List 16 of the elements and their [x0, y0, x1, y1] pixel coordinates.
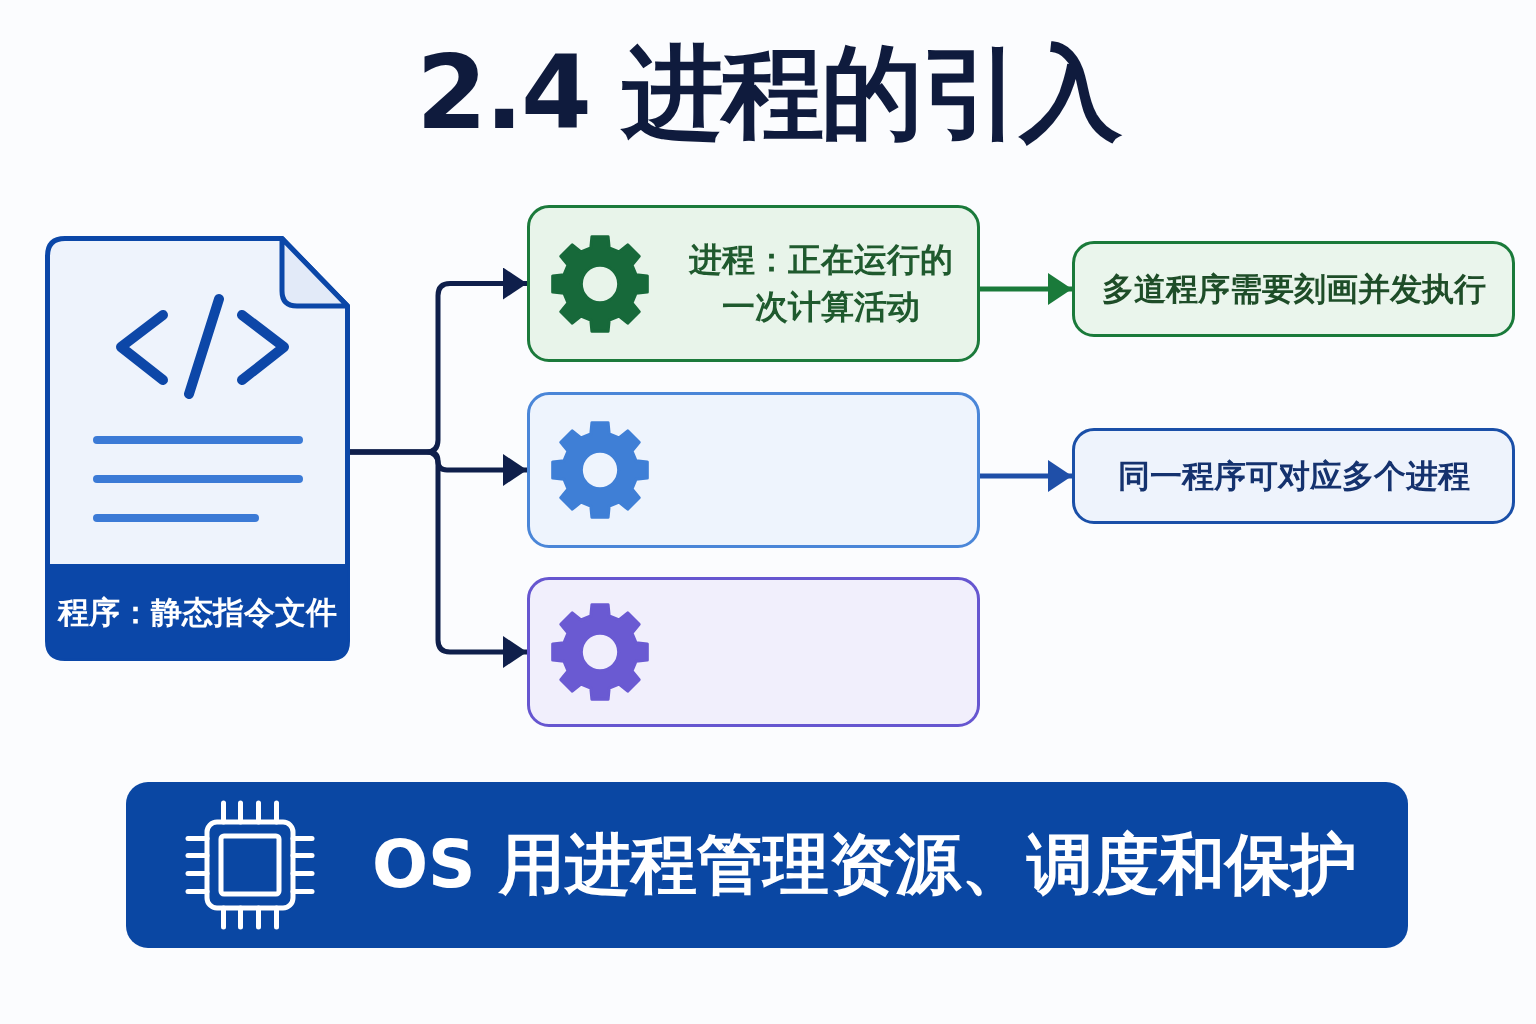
process-card: [527, 205, 980, 362]
note-box: [1072, 428, 1515, 524]
note-box: [1072, 241, 1515, 337]
banner-text: OS 用进程管理资源、调度和保护: [372, 824, 1357, 905]
file-label: 程序：静态指令文件: [58, 593, 337, 632]
note-text: 同一程序可对应多个进程: [1117, 456, 1470, 496]
arrow: [350, 449, 527, 668]
summary-banner: [126, 782, 1408, 948]
process-card: [527, 392, 980, 548]
note-text: 多道程序需要刻画并发执行: [1101, 269, 1486, 309]
card-text: 进程：正在运行的一次计算活动: [687, 239, 954, 328]
diagram-title: 2.4 进程的引入: [416, 34, 1120, 152]
arrow: [980, 460, 1072, 492]
arrow: [980, 273, 1072, 305]
file-node: [45, 236, 350, 661]
process-card: [527, 577, 980, 727]
